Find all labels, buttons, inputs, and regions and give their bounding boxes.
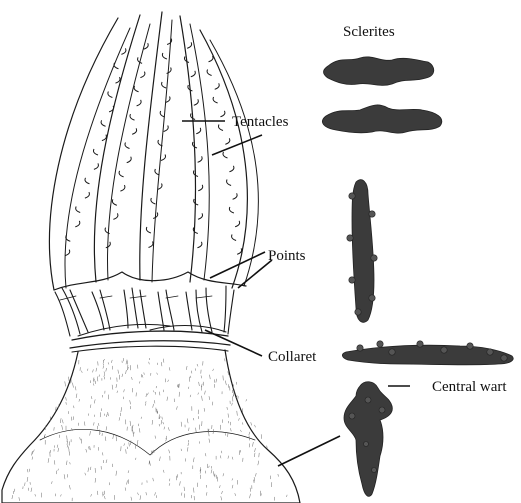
label-central-wart: Central wart [432, 379, 507, 395]
tentacles-leader-2 [212, 135, 262, 155]
sclerite-spindle-2 [322, 105, 441, 133]
points-leader-2 [238, 260, 272, 288]
sclerite-vertical-rod [347, 180, 377, 323]
label-sclerites: Sclerites [343, 24, 395, 40]
label-points: Points [268, 248, 306, 264]
sclerite-horizontal-rod [342, 341, 513, 365]
label-tentacles: Tentacles [232, 114, 289, 130]
base-leader [278, 436, 340, 466]
polyp-stalk [2, 350, 300, 503]
sclerite-spindle-1 [324, 57, 434, 86]
sclerites-group [322, 57, 513, 497]
points-leader-1 [210, 252, 265, 278]
collaret-band [70, 324, 230, 352]
points-crown [55, 286, 234, 336]
tentacles [50, 12, 259, 290]
label-collaret: Collaret [268, 349, 317, 365]
sclerite-central-wart [344, 382, 392, 497]
